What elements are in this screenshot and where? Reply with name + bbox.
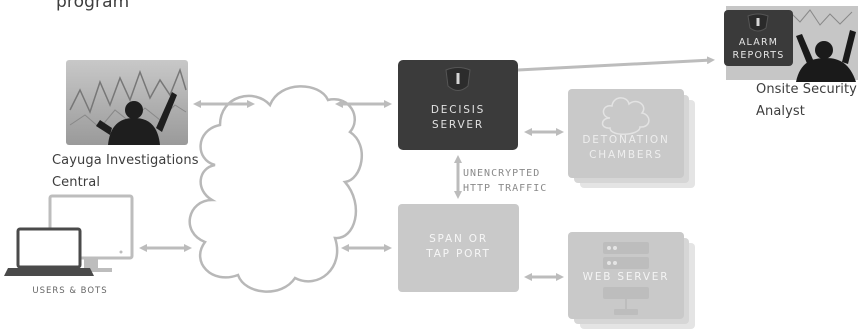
span-tap-port-label: SPAN OR TAP PORT [398,232,519,262]
unencrypted-traffic-label-line1: UNENCRYPTED [463,168,541,179]
alarm-reports-label-line1: ALARM [738,37,779,48]
detonation-chambers-box [568,89,695,188]
alarm-reports-label: ALARM REPORTS [724,36,793,62]
cayuga-investigations-photo [66,60,188,145]
detonation-chambers-label-line2: CHAMBERS [589,149,663,161]
web-server-label: WEB SERVER [582,271,670,283]
users-bots-label: USERS & BOTS [32,286,108,296]
cayuga-caption-line1: Cayuga Investigations [52,153,199,168]
decisis-server-label-line1: DECISIS [430,104,486,116]
span-tap-port-label-line1: SPAN OR [429,233,488,245]
arrow-decisis-alarm [517,56,715,72]
span-tap-port-label-line2: TAP PORT [426,248,491,260]
detonation-chambers-label-line1: DETONATION [582,134,670,146]
top-caption: program [56,0,130,12]
cayuga-caption: Cayuga Investigations Central [52,150,199,194]
laptop-icon [4,227,94,276]
unencrypted-traffic-label-line2: HTTP TRAFFIC [463,183,548,194]
analyst-caption: Onsite Security Analyst [756,79,857,123]
arrows [139,56,715,281]
unencrypted-traffic-label: UNENCRYPTED HTTP TRAFFIC [463,166,547,196]
span-tap-port-box [398,204,519,292]
detonation-chambers-label: DETONATION CHAMBERS [568,133,684,163]
decisis-server-box [398,60,518,150]
web-server-box [568,232,695,329]
analyst-caption-line1: Onsite Security [756,82,857,97]
analyst-caption-line2: Analyst [756,104,805,119]
decisis-server-label-line2: SERVER [432,119,484,131]
internet-cloud [188,85,363,293]
cayuga-caption-line2: Central [52,175,101,190]
decisis-server-label: DECISIS SERVER [398,103,518,133]
onsite-analyst-photo [724,6,858,82]
alarm-reports-label-line2: REPORTS [732,50,785,61]
